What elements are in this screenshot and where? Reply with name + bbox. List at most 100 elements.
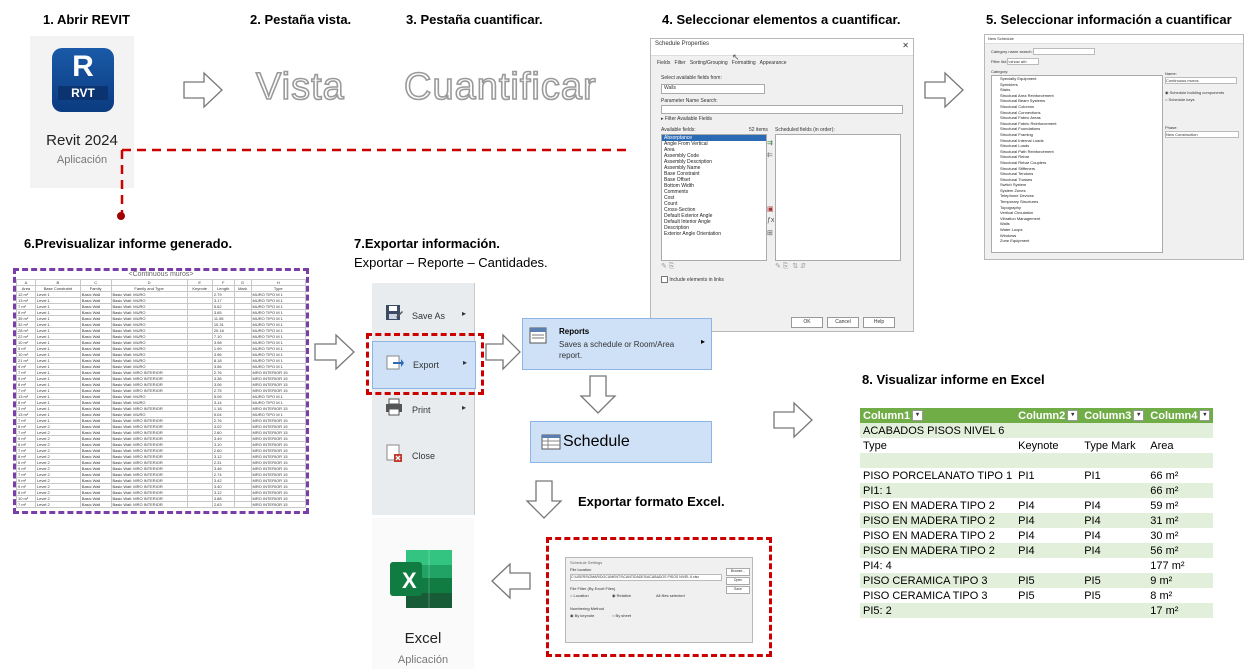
- menu-print[interactable]: Print ▸: [372, 387, 474, 433]
- excel-cell[interactable]: PI4: [1015, 528, 1082, 543]
- excel-cell[interactable]: PI5: [1081, 573, 1148, 588]
- calc-value-icon[interactable]: ƒx: [767, 217, 775, 224]
- delete-param-icon[interactable]: ▣: [767, 206, 774, 213]
- remove-field-icon[interactable]: ⇇: [767, 152, 773, 159]
- field-item[interactable]: Assembly Code: [664, 153, 700, 159]
- category-item[interactable]: Structural Columns: [1000, 103, 1035, 109]
- tab-formatting[interactable]: Formatting: [731, 60, 756, 66]
- excel-cell[interactable]: PISO PORCELANATO TIPO 1: [860, 468, 1016, 483]
- category-item[interactable]: Telephone Devices: [1000, 193, 1034, 199]
- excel-cell[interactable]: PI5: [1081, 588, 1148, 603]
- category-item[interactable]: Structural Fabric Areas: [1000, 115, 1041, 121]
- excel-cell[interactable]: 30 m²: [1147, 528, 1214, 543]
- open-button[interactable]: Open: [726, 577, 750, 585]
- category-item[interactable]: Zone Equipment: [1000, 238, 1030, 244]
- scheduled-fields-list[interactable]: [775, 134, 901, 261]
- excel-cell[interactable]: PISO CERAMICA TIPO 3: [860, 573, 1016, 588]
- excel-cell[interactable]: PI1: [1081, 468, 1148, 483]
- field-item[interactable]: Default Interior Angle: [664, 219, 711, 225]
- opt-all-files[interactable]: All files selected: [656, 593, 685, 598]
- excel-column-header[interactable]: Column4▾: [1147, 408, 1214, 423]
- category-item[interactable]: Structural Loads: [1000, 143, 1030, 149]
- vista-tab-label[interactable]: Vista: [255, 65, 345, 109]
- excel-cell[interactable]: 31 m²: [1147, 513, 1214, 528]
- excel-cell[interactable]: 8 m²: [1147, 588, 1214, 603]
- category-item[interactable]: Structural Connections: [1000, 109, 1041, 115]
- excel-cell[interactable]: 177 m²: [1147, 558, 1214, 573]
- excel-column-header[interactable]: Column2▾: [1015, 408, 1082, 423]
- revit-app-tile[interactable]: R RVT Revit 2024 Aplicación: [30, 36, 134, 188]
- excel-cell[interactable]: PISO EN MADERA TIPO 2: [860, 543, 1016, 558]
- menu-save-as[interactable]: Save As ▸: [372, 293, 474, 339]
- combine-params-icon[interactable]: ⊞: [767, 230, 773, 237]
- excel-cell[interactable]: PI1: [1015, 468, 1082, 483]
- category-item[interactable]: Structural Internal Loads: [1000, 137, 1044, 143]
- excel-cell[interactable]: ACABADOS PISOS NIVEL 6: [860, 423, 1016, 438]
- excel-cell[interactable]: PISO EN MADERA TIPO 2: [860, 528, 1016, 543]
- help-button[interactable]: Help: [863, 317, 895, 328]
- opt-schedule-keys[interactable]: ○ Schedule keys: [1165, 97, 1195, 102]
- filter-dropdown-icon[interactable]: ▾: [912, 410, 924, 422]
- excel-cell[interactable]: 66 m²: [1147, 468, 1214, 483]
- category-item[interactable]: Stairs: [1000, 87, 1011, 93]
- ok-button[interactable]: OK: [791, 317, 823, 328]
- field-item[interactable]: Bottom Width: [664, 183, 695, 189]
- excel-cell[interactable]: [1081, 603, 1148, 618]
- excel-cell[interactable]: PI5: [1015, 588, 1082, 603]
- excel-cell[interactable]: [1015, 558, 1082, 573]
- excel-cell[interactable]: PI5: 2: [860, 603, 1016, 618]
- filter-dropdown-icon[interactable]: ▾: [1067, 410, 1079, 422]
- excel-cell[interactable]: [1147, 423, 1214, 438]
- category-item[interactable]: Water Loops: [1000, 227, 1023, 233]
- category-item[interactable]: Structural Path Reinforcement: [1000, 148, 1054, 154]
- excel-column-header[interactable]: Column3▾: [1081, 408, 1148, 423]
- cancel-button[interactable]: Cancel: [827, 317, 859, 328]
- reports-menu-item[interactable]: Reports Saves a schedule or Room/Area re…: [522, 318, 712, 370]
- excel-cell[interactable]: Keynote: [1015, 438, 1082, 453]
- field-item[interactable]: Assembly Name: [664, 165, 701, 171]
- category-item[interactable]: Structural Foundations: [1000, 126, 1041, 132]
- category-item[interactable]: Vertical Circulation: [1000, 210, 1034, 216]
- tab-fields[interactable]: Fields: [657, 60, 671, 66]
- param-search-input[interactable]: [661, 105, 903, 114]
- field-item[interactable]: Exterior Angle Orientation: [664, 231, 721, 237]
- category-item[interactable]: Structural Beam Systems: [1000, 98, 1046, 104]
- include-links-checkbox[interactable]: Include elements in links: [661, 276, 724, 283]
- excel-cell[interactable]: Type: [860, 438, 1016, 453]
- opt-location[interactable]: ○ Location: [570, 593, 589, 598]
- opt-by-keynote[interactable]: ◉ By keynote: [570, 613, 595, 618]
- field-item[interactable]: Area: [664, 147, 675, 153]
- excel-cell[interactable]: PISO CERAMICA TIPO 3: [860, 588, 1016, 603]
- excel-cell[interactable]: [860, 453, 1016, 468]
- category-item[interactable]: Temporary Structures: [1000, 199, 1039, 205]
- excel-cell[interactable]: PI4: 4: [860, 558, 1016, 573]
- excel-cell[interactable]: PISO EN MADERA TIPO 2: [860, 498, 1016, 513]
- category-item[interactable]: Topography: [1000, 204, 1021, 210]
- excel-cell[interactable]: PI4: [1081, 498, 1148, 513]
- field-item[interactable]: Base Constraint: [664, 171, 700, 177]
- category-item[interactable]: System Zones: [1000, 187, 1026, 193]
- category-search-input[interactable]: [1033, 48, 1095, 55]
- menu-close[interactable]: Close: [372, 433, 474, 479]
- category-item[interactable]: Windows: [1000, 232, 1017, 238]
- add-field-icon[interactable]: ⇉: [767, 140, 773, 147]
- excel-cell[interactable]: [1015, 423, 1082, 438]
- excel-cell[interactable]: PI4: [1081, 528, 1148, 543]
- field-item[interactable]: Angle From Vertical: [664, 141, 708, 147]
- excel-cell[interactable]: Area: [1147, 438, 1214, 453]
- category-item[interactable]: Structural Rebar: [1000, 154, 1030, 160]
- category-item[interactable]: Structural Trusses: [1000, 176, 1033, 182]
- field-item[interactable]: Absorptance: [662, 135, 766, 141]
- field-item[interactable]: Description: [664, 225, 690, 231]
- menu-export[interactable]: Export ▸: [372, 341, 476, 389]
- excel-cell[interactable]: Type Mark: [1081, 438, 1148, 453]
- schedule-menu-item[interactable]: Schedule: [530, 421, 712, 463]
- excel-cell[interactable]: [1081, 453, 1148, 468]
- field-item[interactable]: Count: [664, 201, 678, 207]
- category-item[interactable]: Structural Framing: [1000, 131, 1033, 137]
- excel-cell[interactable]: 17 m²: [1147, 603, 1214, 618]
- excel-cell[interactable]: [1147, 453, 1214, 468]
- field-item[interactable]: Assembly Description: [664, 159, 713, 165]
- opt-building-components[interactable]: ◉ Schedule building components: [1165, 90, 1225, 95]
